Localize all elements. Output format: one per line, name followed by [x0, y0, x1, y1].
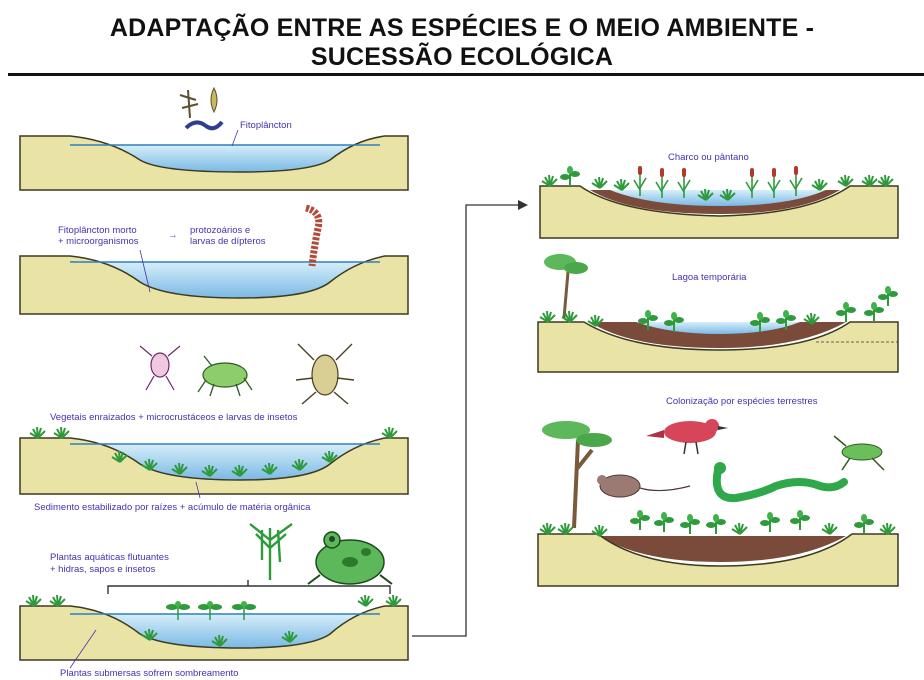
stage-6-soil	[537, 321, 899, 373]
label-larvas-dipteros: larvas de dípteros	[190, 236, 266, 247]
tree-large-icon	[542, 421, 612, 529]
stage-3-rooted-plants: Vegetais enraizados + microcrustáceos e …	[19, 343, 409, 513]
title-rule	[8, 73, 924, 76]
microcrustacean-icon	[139, 345, 181, 391]
succession-arrow	[412, 204, 518, 637]
stage-3-water	[70, 444, 380, 480]
label-fitoplancton-morto: Fitoplâncton morto	[58, 225, 137, 236]
stage-1-phytoplankton: Fitoplâncton	[19, 86, 409, 191]
label-sedimento: Sedimento estabilizado por raízes + acúm…	[34, 502, 311, 513]
stage-4-floating-plants: Plantas aquáticas flutuantes + hidras, s…	[19, 523, 409, 679]
label-hidras-sapos: + hidras, sapos e insetos	[50, 564, 156, 575]
stage-5-marsh: Charco ou pântano	[539, 152, 899, 239]
stage-6-sediment	[590, 322, 846, 348]
succession-arrowhead	[518, 200, 528, 210]
stage-7-soil	[537, 533, 899, 587]
snake-icon	[712, 462, 848, 503]
stage-5-soil	[539, 185, 899, 239]
aquatic-beetle-icon	[295, 343, 355, 405]
stage-7-sediment	[600, 536, 846, 562]
frog-icon	[307, 531, 393, 585]
terrestrial-plants	[539, 509, 896, 537]
label-microorganismos: + microorganismos	[58, 236, 139, 247]
plankton-worm-icon	[184, 120, 224, 131]
plankton-icon	[179, 89, 199, 119]
tree-icon	[544, 254, 588, 319]
label-colonizacao: Colonização por espécies terrestres	[666, 396, 818, 407]
mouse-icon	[597, 474, 691, 498]
label-plantas-submersas: Plantas submersas sofrem sombreamento	[60, 668, 238, 679]
label-lagoa-temporaria: Lagoa temporária	[672, 272, 747, 283]
stage-7-terrestrial: Colonização por espécies terrestres	[537, 396, 899, 587]
bird-icon	[646, 419, 728, 455]
label-fitoplancton: Fitoplâncton	[240, 120, 292, 131]
stage-1-water	[70, 145, 380, 172]
stage-2-decomposition: Fitoplâncton morto + microorganismos → p…	[19, 204, 409, 315]
dipteran-larva-icon	[304, 204, 323, 267]
title-line-1: ADAPTAÇÃO ENTRE AS ESPÉCIES E O MEIO AMB…	[109, 14, 815, 42]
label-plantas-flutuantes: Plantas aquáticas flutuantes	[50, 552, 169, 563]
reed-plant-icon	[249, 523, 293, 580]
stage-6-temporary-pond: Lagoa temporária	[537, 254, 899, 373]
stage-2-water	[70, 262, 380, 298]
diatom-icon	[210, 86, 218, 114]
label-charco: Charco ou pântano	[668, 152, 749, 163]
insect-larva-green-icon	[197, 355, 253, 397]
stage-4-water	[70, 614, 380, 648]
stage-5-water	[610, 190, 826, 206]
title-line-2: SUCESSÃO ECOLÓGICA	[310, 43, 614, 71]
label-protozoarios: protozoários e	[190, 225, 250, 236]
bracket	[107, 580, 391, 594]
stage-2-soil	[19, 255, 409, 315]
stage-1-soil	[19, 135, 409, 191]
grasshopper-icon	[833, 435, 885, 471]
diagram-title: ADAPTAÇÃO ENTRE AS ESPÉCIES E O MEIO AMB…	[0, 14, 924, 72]
label-vegetais-enraizados: Vegetais enraizados + microcrustáceos e …	[50, 412, 298, 423]
arrow-glyph: →	[168, 230, 178, 241]
